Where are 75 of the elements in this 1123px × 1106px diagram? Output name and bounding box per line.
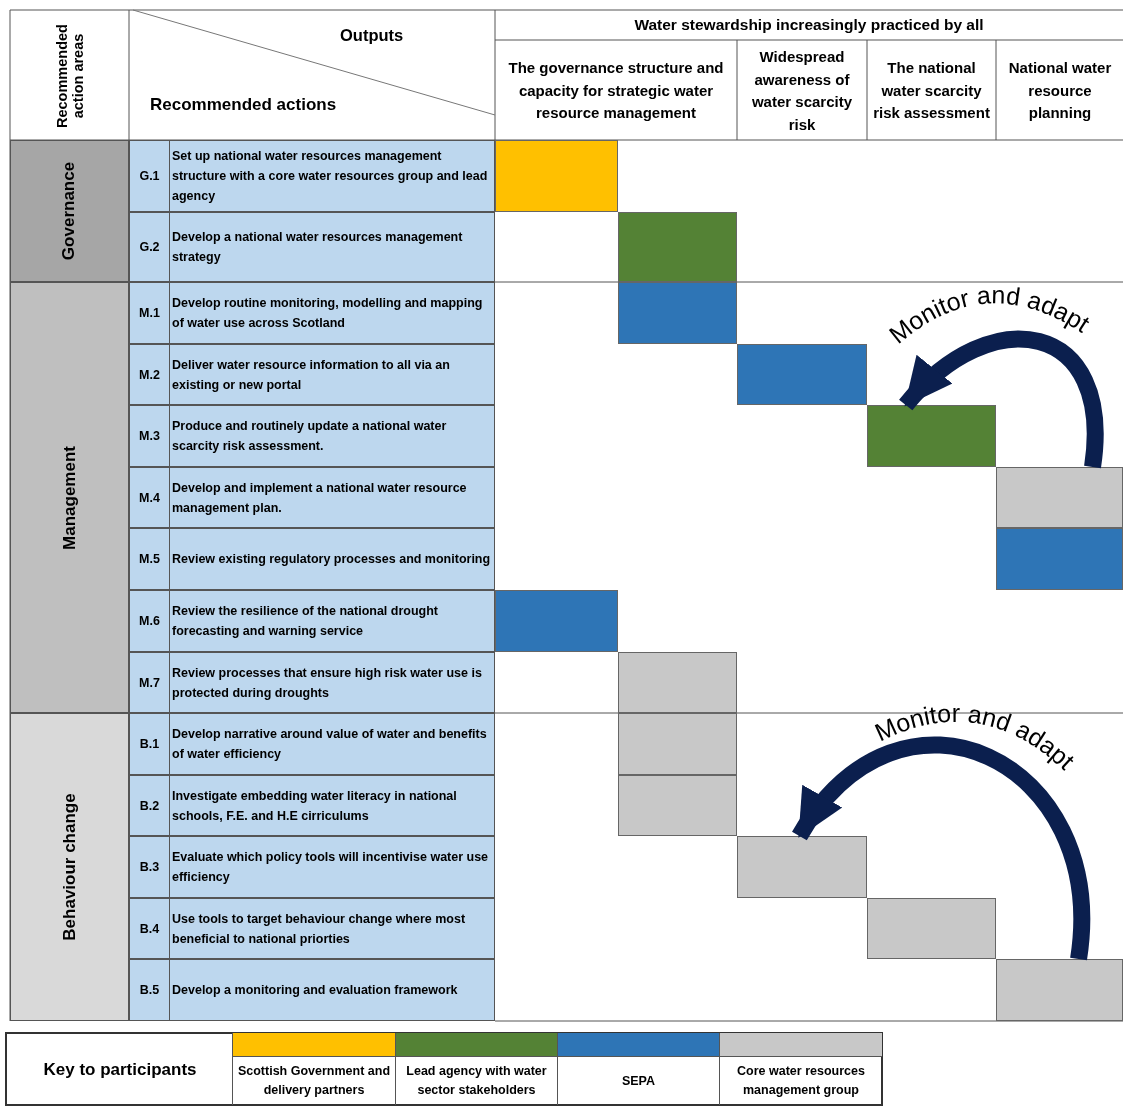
action-row	[129, 140, 495, 212]
action-code: B.3	[139, 859, 160, 876]
header-text: The governance structure and capacity for strategic water resource management	[507, 58, 725, 124]
action-code: M.7	[139, 674, 160, 692]
action-code: M.1	[139, 305, 160, 322]
action-code: G.2	[139, 239, 160, 256]
participant-bar	[996, 467, 1123, 528]
action-row	[129, 713, 495, 775]
area-band	[10, 140, 129, 282]
action-code: B.4	[139, 920, 160, 938]
action-row	[129, 467, 495, 528]
action-row	[129, 212, 495, 282]
action-text: Review the resilience of the national drought forecasting and warning service	[172, 603, 439, 640]
action-text: Produce and routinely update a national water scarcity risk assessment.	[172, 418, 448, 455]
action-text: Develop and implement a national water resource management plan.	[172, 479, 468, 517]
participant-bar	[737, 836, 867, 898]
action-text: Develop a monitoring and evaluation framework	[172, 982, 458, 999]
action-code: M.2	[139, 366, 160, 384]
action-row	[129, 775, 495, 836]
participant-bar	[867, 405, 996, 467]
participant-bar	[996, 528, 1123, 590]
action-text: Evaluate which policy tools will incentivise water use efficiency	[172, 849, 490, 886]
participant-bar	[618, 652, 737, 713]
action-code: B.2	[139, 797, 160, 815]
action-text: Develop narrative around value of water and benefits of water efficiency	[172, 726, 488, 763]
area-band	[10, 713, 129, 1021]
action-text: Set up national water resources management structure with a core water resources group and lead agency	[172, 148, 489, 205]
header-text: Widespread awareness of water scarcity risk	[750, 47, 854, 135]
legend-text: Core water resources management group	[736, 1063, 866, 1099]
header-text: Recommended actions	[150, 94, 337, 117]
participant-bar	[737, 344, 867, 405]
action-code: M.6	[139, 613, 160, 630]
action-row	[129, 405, 495, 467]
area-title: Governance	[59, 161, 80, 261]
participant-bar	[618, 212, 737, 282]
action-code: M.3	[139, 428, 160, 445]
action-text: Deliver water resource information to all via an existing or new portal	[172, 356, 451, 394]
header-text: The national water scarcity risk assessment	[872, 58, 991, 124]
action-text: Investigate embedding water literacy in national schools, F.E. and H.E cirriculums	[172, 787, 458, 825]
action-row	[129, 836, 495, 898]
participant-bar	[867, 898, 996, 959]
action-row	[129, 528, 495, 590]
participant-bar	[618, 282, 737, 344]
action-code: M.4	[139, 489, 160, 507]
action-text: Develop a national water resources management strategy	[172, 229, 464, 266]
action-code: B.1	[139, 736, 160, 753]
action-row	[129, 652, 495, 713]
header-text: National water resource planning	[1007, 58, 1113, 124]
action-row	[129, 959, 495, 1021]
legend-text: Scottish Government and delivery partners	[236, 1063, 392, 1099]
participant-bar	[495, 590, 618, 652]
legend-text: SEPA	[621, 1072, 656, 1090]
action-code: B.5	[139, 982, 160, 999]
action-code: M.5	[139, 551, 160, 568]
area-title: Behaviour change	[59, 793, 80, 941]
action-row	[129, 898, 495, 959]
action-text: Develop routine monitoring, modelling and mapping of water use across Scotland	[172, 295, 484, 332]
participant-bar	[996, 959, 1123, 1021]
area-title: Management	[59, 445, 80, 550]
area-band	[10, 282, 129, 713]
legend-text: Lead agency with water sector stakeholders	[405, 1063, 548, 1099]
header-text: Key to participants	[43, 1059, 197, 1082]
participant-bar	[618, 775, 737, 836]
action-code: G.1	[139, 168, 160, 185]
action-text: Use tools to target behaviour change where most beneficial to national priorties	[172, 910, 467, 948]
action-row	[129, 282, 495, 344]
action-text: Review processes that ensure high risk water use is protected during droughts	[172, 664, 483, 702]
action-text: Review existing regulatory processes and monitoring	[172, 551, 491, 568]
action-row	[129, 590, 495, 652]
participant-bar	[495, 140, 618, 212]
action-row	[129, 344, 495, 405]
header-text: Recommended action areas	[54, 23, 86, 130]
header-text: Water stewardship increasingly practiced by all	[634, 15, 984, 36]
header-text: Outputs	[340, 24, 404, 46]
participant-bar	[618, 713, 737, 775]
